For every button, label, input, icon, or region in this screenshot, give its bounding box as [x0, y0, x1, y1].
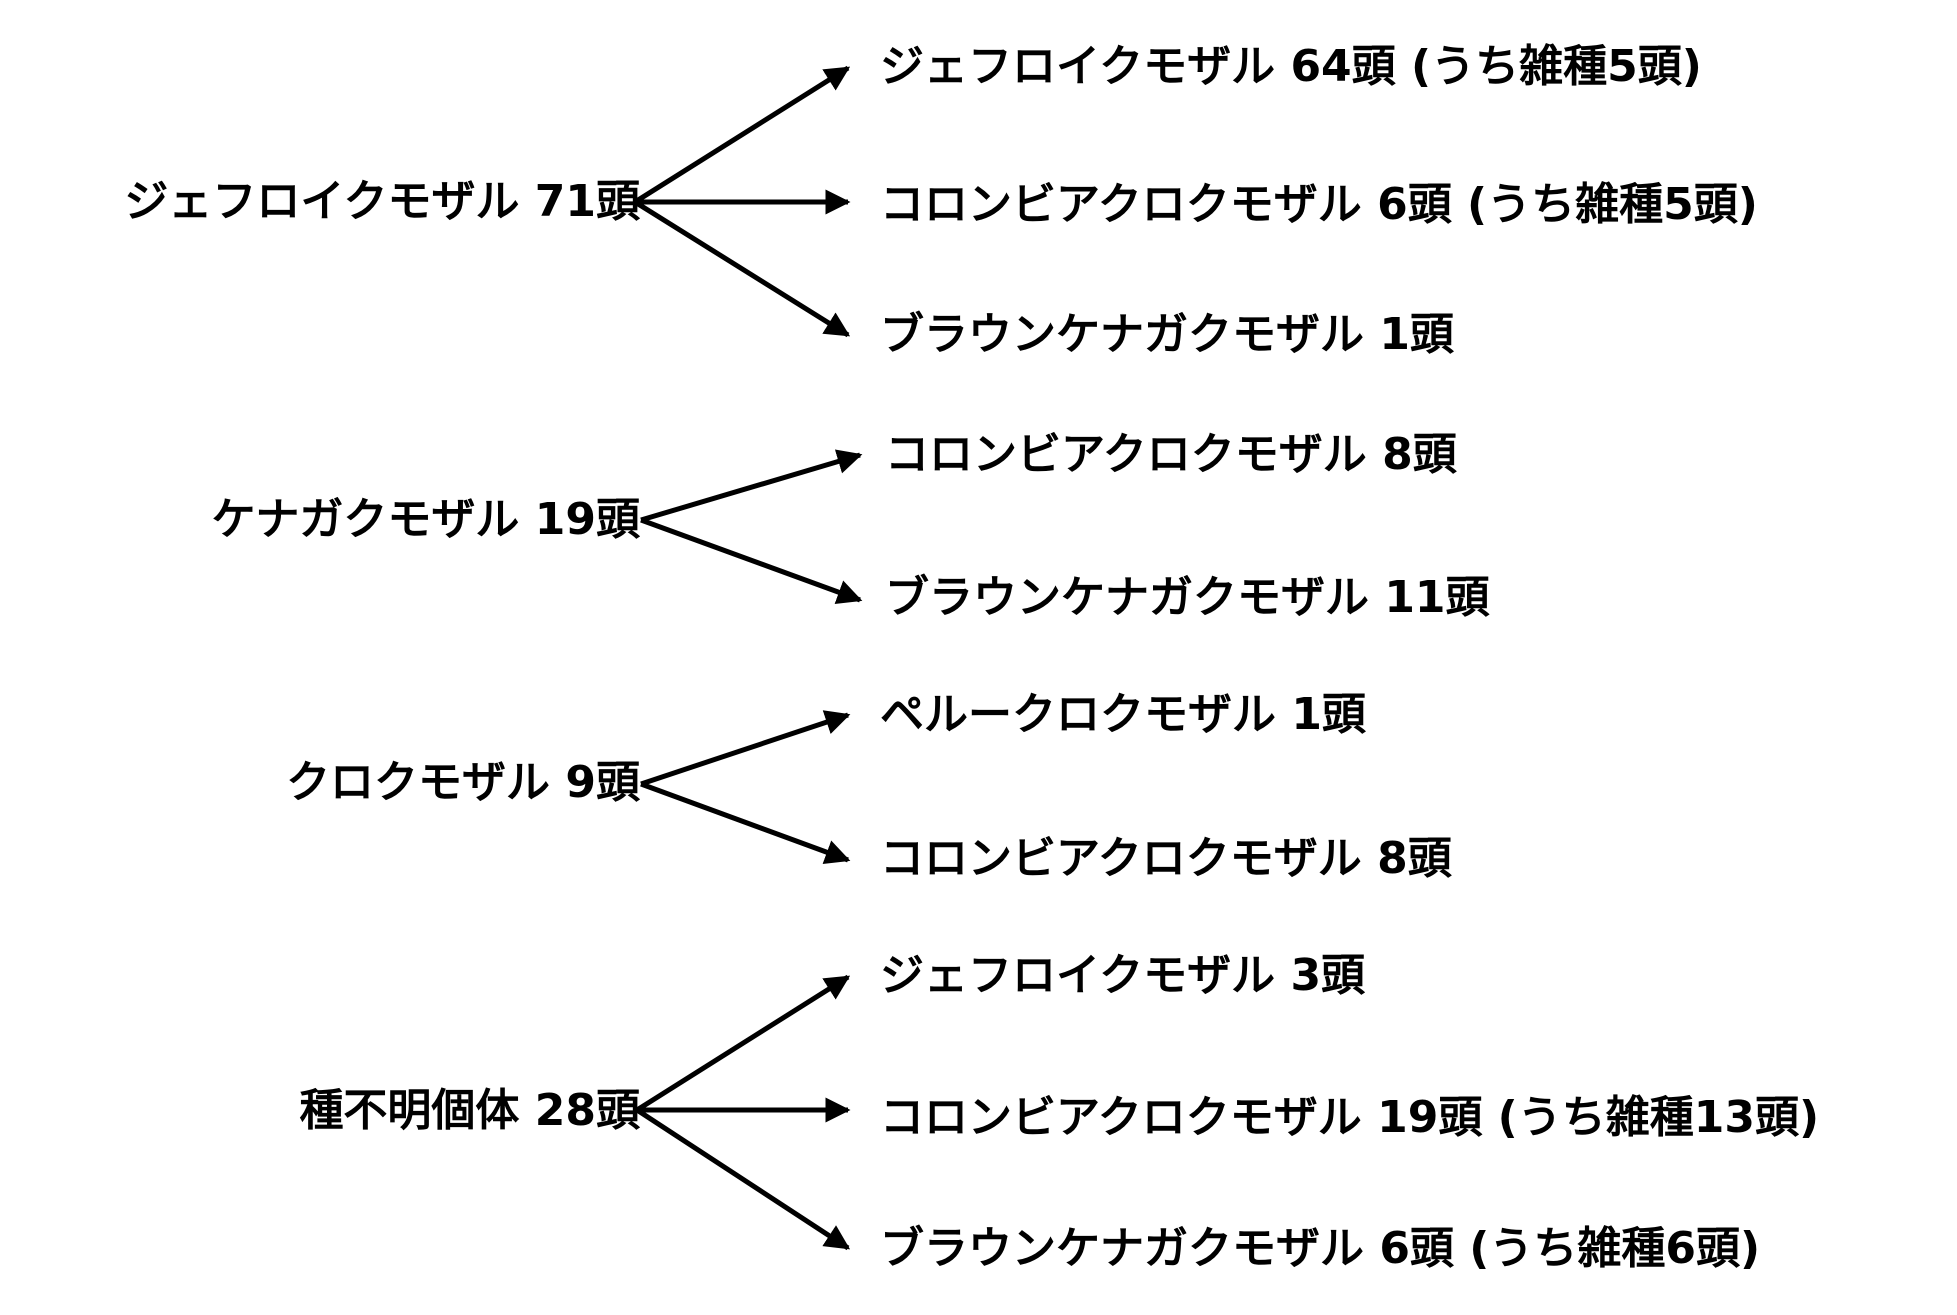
arrow-group-3-2: [640, 781, 851, 864]
arrow-group-2-1: [640, 449, 863, 523]
target-label-group-1-2: コロンビアクロクモザル 6頭 (うち雑種5頭): [880, 179, 1758, 230]
arrow-group-3-1: [640, 710, 851, 787]
arrow-group-1-1: [633, 65, 851, 205]
target-label-group-4-3: ブラウンケナガクモザル 6頭 (うち雑種6頭): [880, 1223, 1761, 1274]
target-label-group-4-1: ジェフロイクモザル 3頭: [880, 950, 1366, 1001]
target-label-group-1-1: ジェフロイクモザル 64頭 (うち雑種5頭): [880, 41, 1702, 92]
arrow-group-4-3: [635, 1107, 851, 1251]
target-label-group-3-1: ペルークロクモザル 1頭: [880, 689, 1366, 740]
target-label-group-2-1: コロンビアクロクモザル 8頭: [885, 429, 1457, 480]
target-label-group-4-2: コロンビアクロクモザル 19頭 (うち雑種13頭): [880, 1092, 1820, 1143]
source-label-group-4: 種不明個体 28頭: [299, 1085, 640, 1136]
arrow-group-1-3: [633, 199, 851, 338]
target-label-group-1-3: ブラウンケナガクモザル 1頭: [880, 309, 1454, 360]
target-label-group-3-2: コロンビアクロクモザル 8頭: [880, 833, 1452, 884]
source-label-group-3: クロクモザル 9頭: [286, 757, 640, 808]
arrow-group-2-2: [640, 517, 863, 605]
source-label-group-2: ケナガクモザル 19頭: [211, 494, 640, 545]
arrow-group-4-1: [635, 974, 851, 1113]
target-label-group-2-2: ブラウンケナガクモザル 11頭: [885, 572, 1490, 623]
source-label-group-1: ジェフロイクモザル 71頭: [124, 176, 640, 227]
